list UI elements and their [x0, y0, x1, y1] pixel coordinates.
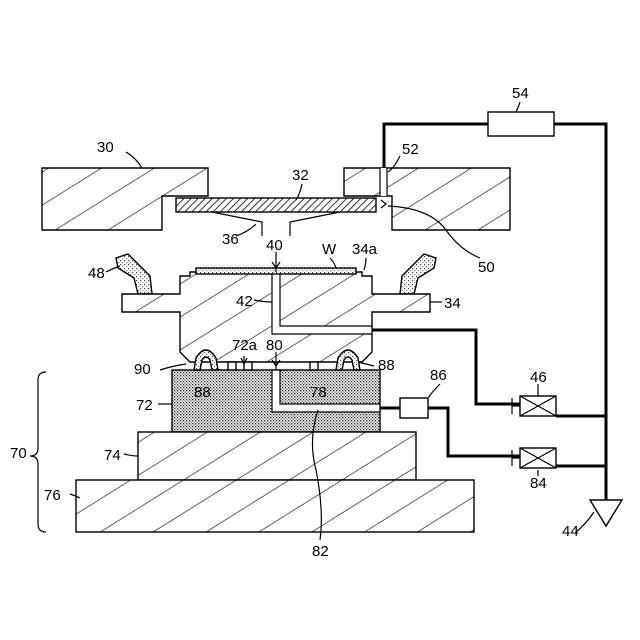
nozzle-50 — [381, 200, 386, 208]
label-88-right: 88 — [378, 357, 395, 374]
vacuum-source-44 — [590, 500, 622, 526]
label-52: 52 — [402, 141, 419, 158]
spacer-1 — [228, 362, 236, 370]
label-50: 50 — [478, 259, 495, 276]
label-82: 82 — [312, 543, 329, 560]
valve-84 — [512, 448, 556, 468]
label-80: 80 — [266, 337, 283, 354]
label-78: 78 — [310, 384, 327, 401]
base-76 — [76, 480, 474, 532]
label-34a: 34a — [352, 241, 378, 258]
label-70: 70 — [10, 445, 27, 462]
label-72a: 72a — [232, 337, 258, 354]
label-30: 30 — [97, 139, 114, 156]
vent-channel — [380, 168, 387, 196]
component-54 — [488, 112, 554, 136]
label-46: 46 — [530, 369, 547, 386]
claw-left — [116, 254, 152, 294]
label-54: 54 — [512, 85, 529, 102]
pipe-84 — [428, 408, 520, 456]
label-84: 84 — [530, 475, 547, 492]
spacer-2 — [244, 362, 252, 370]
label-90: 90 — [134, 361, 151, 378]
label-86: 86 — [430, 367, 447, 384]
spacer-3 — [310, 362, 318, 370]
base-74 — [138, 432, 416, 480]
suction-plate — [176, 198, 376, 212]
valve-46 — [512, 396, 556, 416]
label-32: 32 — [292, 167, 309, 184]
component-86 — [400, 398, 428, 418]
label-88-left: 88 — [194, 384, 211, 401]
label-36: 36 — [222, 231, 239, 248]
label-34: 34 — [444, 295, 461, 312]
label-44: 44 — [562, 523, 579, 540]
label-72: 72 — [136, 397, 153, 414]
label-W: W — [322, 241, 337, 258]
label-42: 42 — [236, 293, 253, 310]
claw-right — [400, 254, 436, 294]
label-48: 48 — [88, 265, 105, 282]
pipe-top — [384, 124, 488, 168]
label-76: 76 — [44, 487, 61, 504]
label-74: 74 — [104, 447, 121, 464]
label-40: 40 — [266, 237, 283, 254]
